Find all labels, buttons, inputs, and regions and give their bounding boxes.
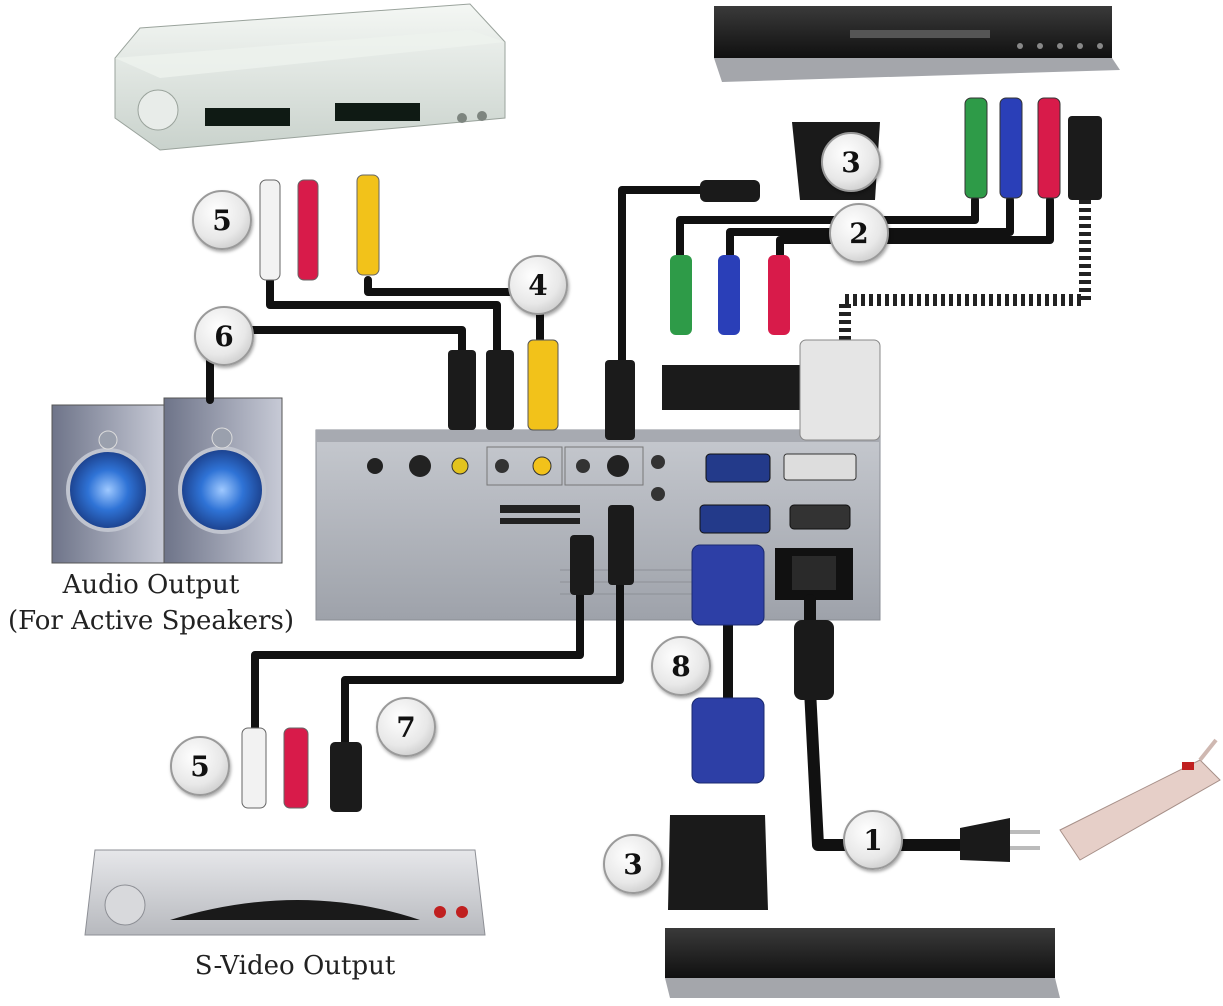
dvi-connector-icon xyxy=(799,339,881,441)
hdmi-player-bottom-icon xyxy=(665,928,1060,998)
hdmi-cable xyxy=(839,200,1091,340)
speakers-icon xyxy=(51,397,283,564)
badge-3-top: 3 xyxy=(821,132,881,192)
badge-7: 7 xyxy=(376,697,436,757)
panel-plugs xyxy=(448,255,881,441)
power-strip-icon xyxy=(1059,738,1221,861)
projector-panel-icon xyxy=(315,429,881,621)
bottom-plugs xyxy=(241,505,1040,910)
badge-8: 8 xyxy=(651,636,711,696)
rca-plugs-top xyxy=(259,97,1102,281)
hdmi-player-icon xyxy=(714,6,1120,82)
power-plug-icon xyxy=(960,818,1010,862)
dvd-player-bottom-icon xyxy=(84,849,486,936)
audio-output-caption: Audio Output xyxy=(62,570,240,600)
svideo-output-caption: S-Video Output xyxy=(194,951,396,981)
active-speakers-caption: (For Active Speakers) xyxy=(8,606,294,636)
badge-5-top: 5 xyxy=(192,190,252,250)
badge-3-bottom: 3 xyxy=(603,834,663,894)
badge-1: 1 xyxy=(843,810,903,870)
badge-5-bottom: 5 xyxy=(170,736,230,796)
badge-2: 2 xyxy=(829,203,889,263)
vga-connector-icon xyxy=(691,544,765,626)
dvd-player-icon xyxy=(114,3,506,151)
badge-6: 6 xyxy=(194,306,254,366)
badge-4: 4 xyxy=(508,255,568,315)
